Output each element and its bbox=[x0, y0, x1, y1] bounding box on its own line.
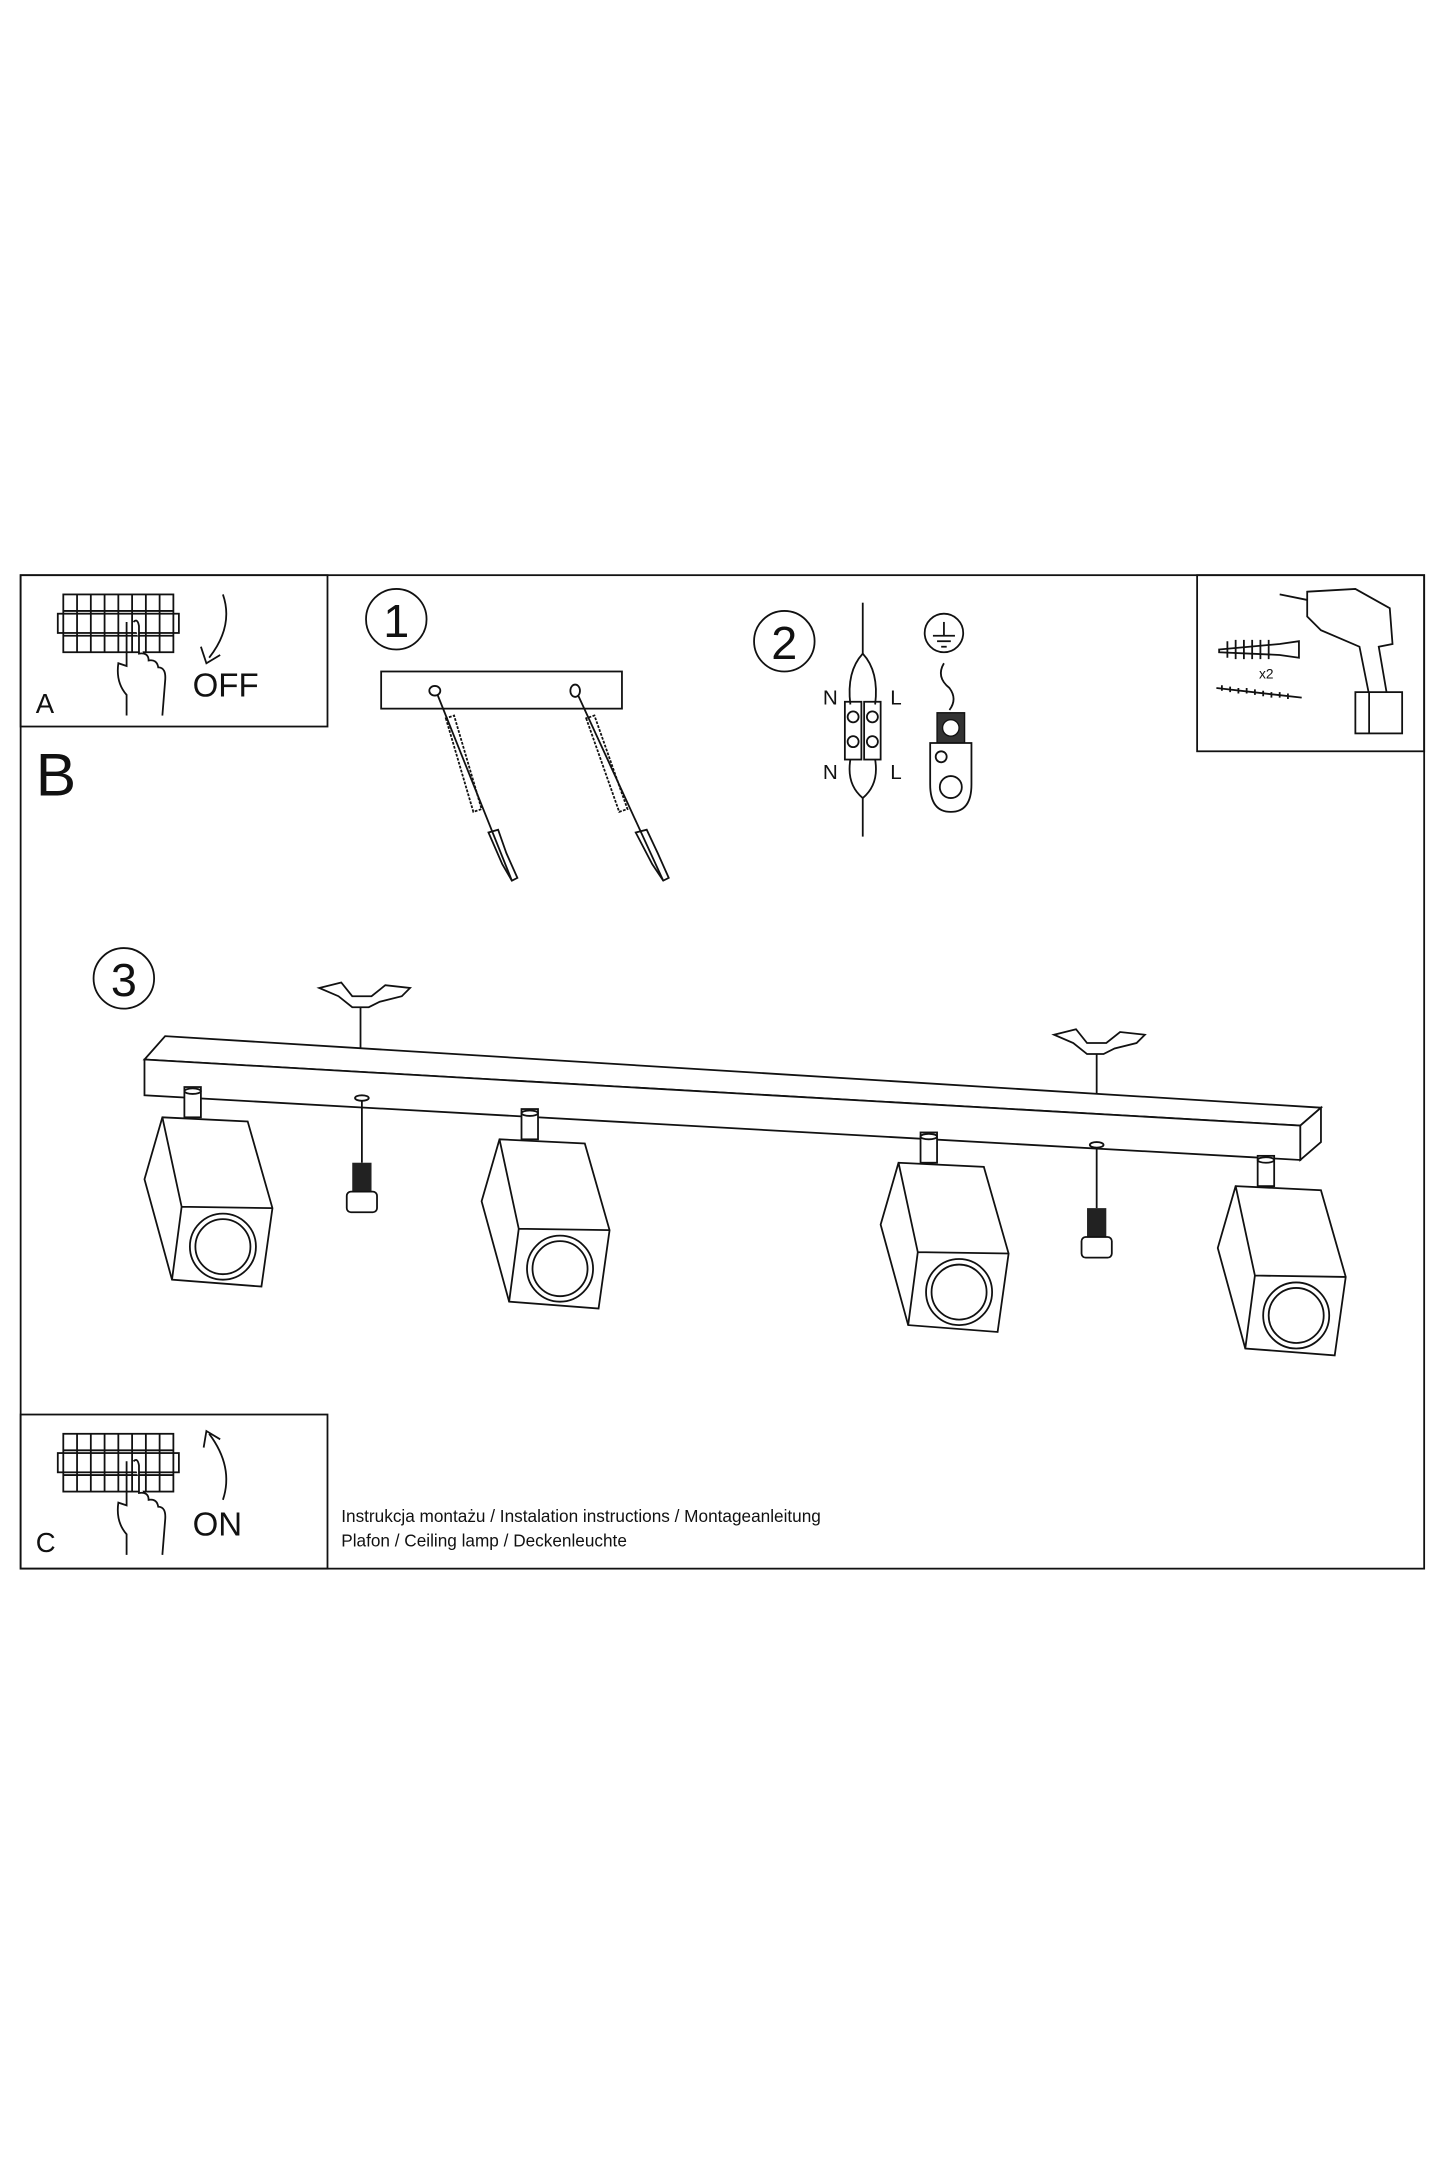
mounting-plate bbox=[380, 670, 623, 710]
breaker-box-icon bbox=[56, 1432, 180, 1493]
spotlight bbox=[879, 1131, 1010, 1333]
panel-a-letter: A bbox=[36, 688, 55, 719]
ground-icon bbox=[923, 612, 965, 654]
step-3-number: 3 bbox=[111, 954, 137, 1006]
tools-panel: x2 bbox=[1196, 574, 1426, 753]
step-2-number: 2 bbox=[771, 617, 797, 669]
ceiling-bracket-icon bbox=[1051, 1028, 1147, 1101]
panel-c-power-on: ON C bbox=[19, 1413, 329, 1570]
mounting-screw-icon bbox=[1080, 1141, 1113, 1259]
step-1-number: 1 bbox=[383, 595, 409, 647]
ground-clamp-icon bbox=[929, 712, 973, 813]
spotlight bbox=[143, 1086, 274, 1288]
panel-a-power-off: OFF A bbox=[19, 574, 329, 728]
neutral-label-top: N bbox=[823, 687, 838, 710]
panel-c-letter: C bbox=[36, 1527, 56, 1558]
step-3-lamp-assembly: 3 bbox=[92, 947, 1347, 1357]
lamp-bar bbox=[142, 1035, 1324, 1162]
off-label: OFF bbox=[193, 666, 259, 703]
mounting-screw-icon bbox=[345, 1094, 378, 1214]
panel-b-letter: B bbox=[36, 740, 76, 808]
breaker-box-icon bbox=[56, 593, 180, 654]
step-1-mounting-plate: 1 bbox=[365, 588, 670, 882]
live-label-top: L bbox=[890, 687, 901, 710]
neutral-label-bottom: N bbox=[823, 761, 838, 784]
ceiling-bracket-icon bbox=[316, 981, 412, 1050]
wall-anchor-icon bbox=[1218, 639, 1300, 660]
live-label-bottom: L bbox=[890, 761, 901, 784]
spotlight bbox=[480, 1108, 611, 1310]
step-2-wiring: 2 N L N L bbox=[753, 602, 973, 837]
drill-icon bbox=[1279, 588, 1404, 735]
hand-icon bbox=[116, 1459, 167, 1555]
quantity-label: x2 bbox=[1259, 666, 1274, 681]
on-label: ON bbox=[193, 1506, 243, 1543]
hand-icon bbox=[116, 619, 167, 716]
arrow-down-icon bbox=[200, 594, 228, 665]
diagram-frame bbox=[19, 574, 1426, 1570]
footer-instructions-title: Instrukcja montażu / Instalation instruc… bbox=[341, 1506, 821, 1526]
screw-icon bbox=[1216, 685, 1302, 700]
step-number-badge bbox=[365, 588, 428, 651]
arrow-up-icon bbox=[202, 1429, 228, 1501]
terminal-block bbox=[843, 700, 863, 761]
spotlight bbox=[1216, 1154, 1347, 1357]
screw-and-anchor-icon bbox=[436, 694, 670, 882]
footer-product-type: Plafon / Ceiling lamp / Deckenleuchte bbox=[341, 1531, 627, 1551]
